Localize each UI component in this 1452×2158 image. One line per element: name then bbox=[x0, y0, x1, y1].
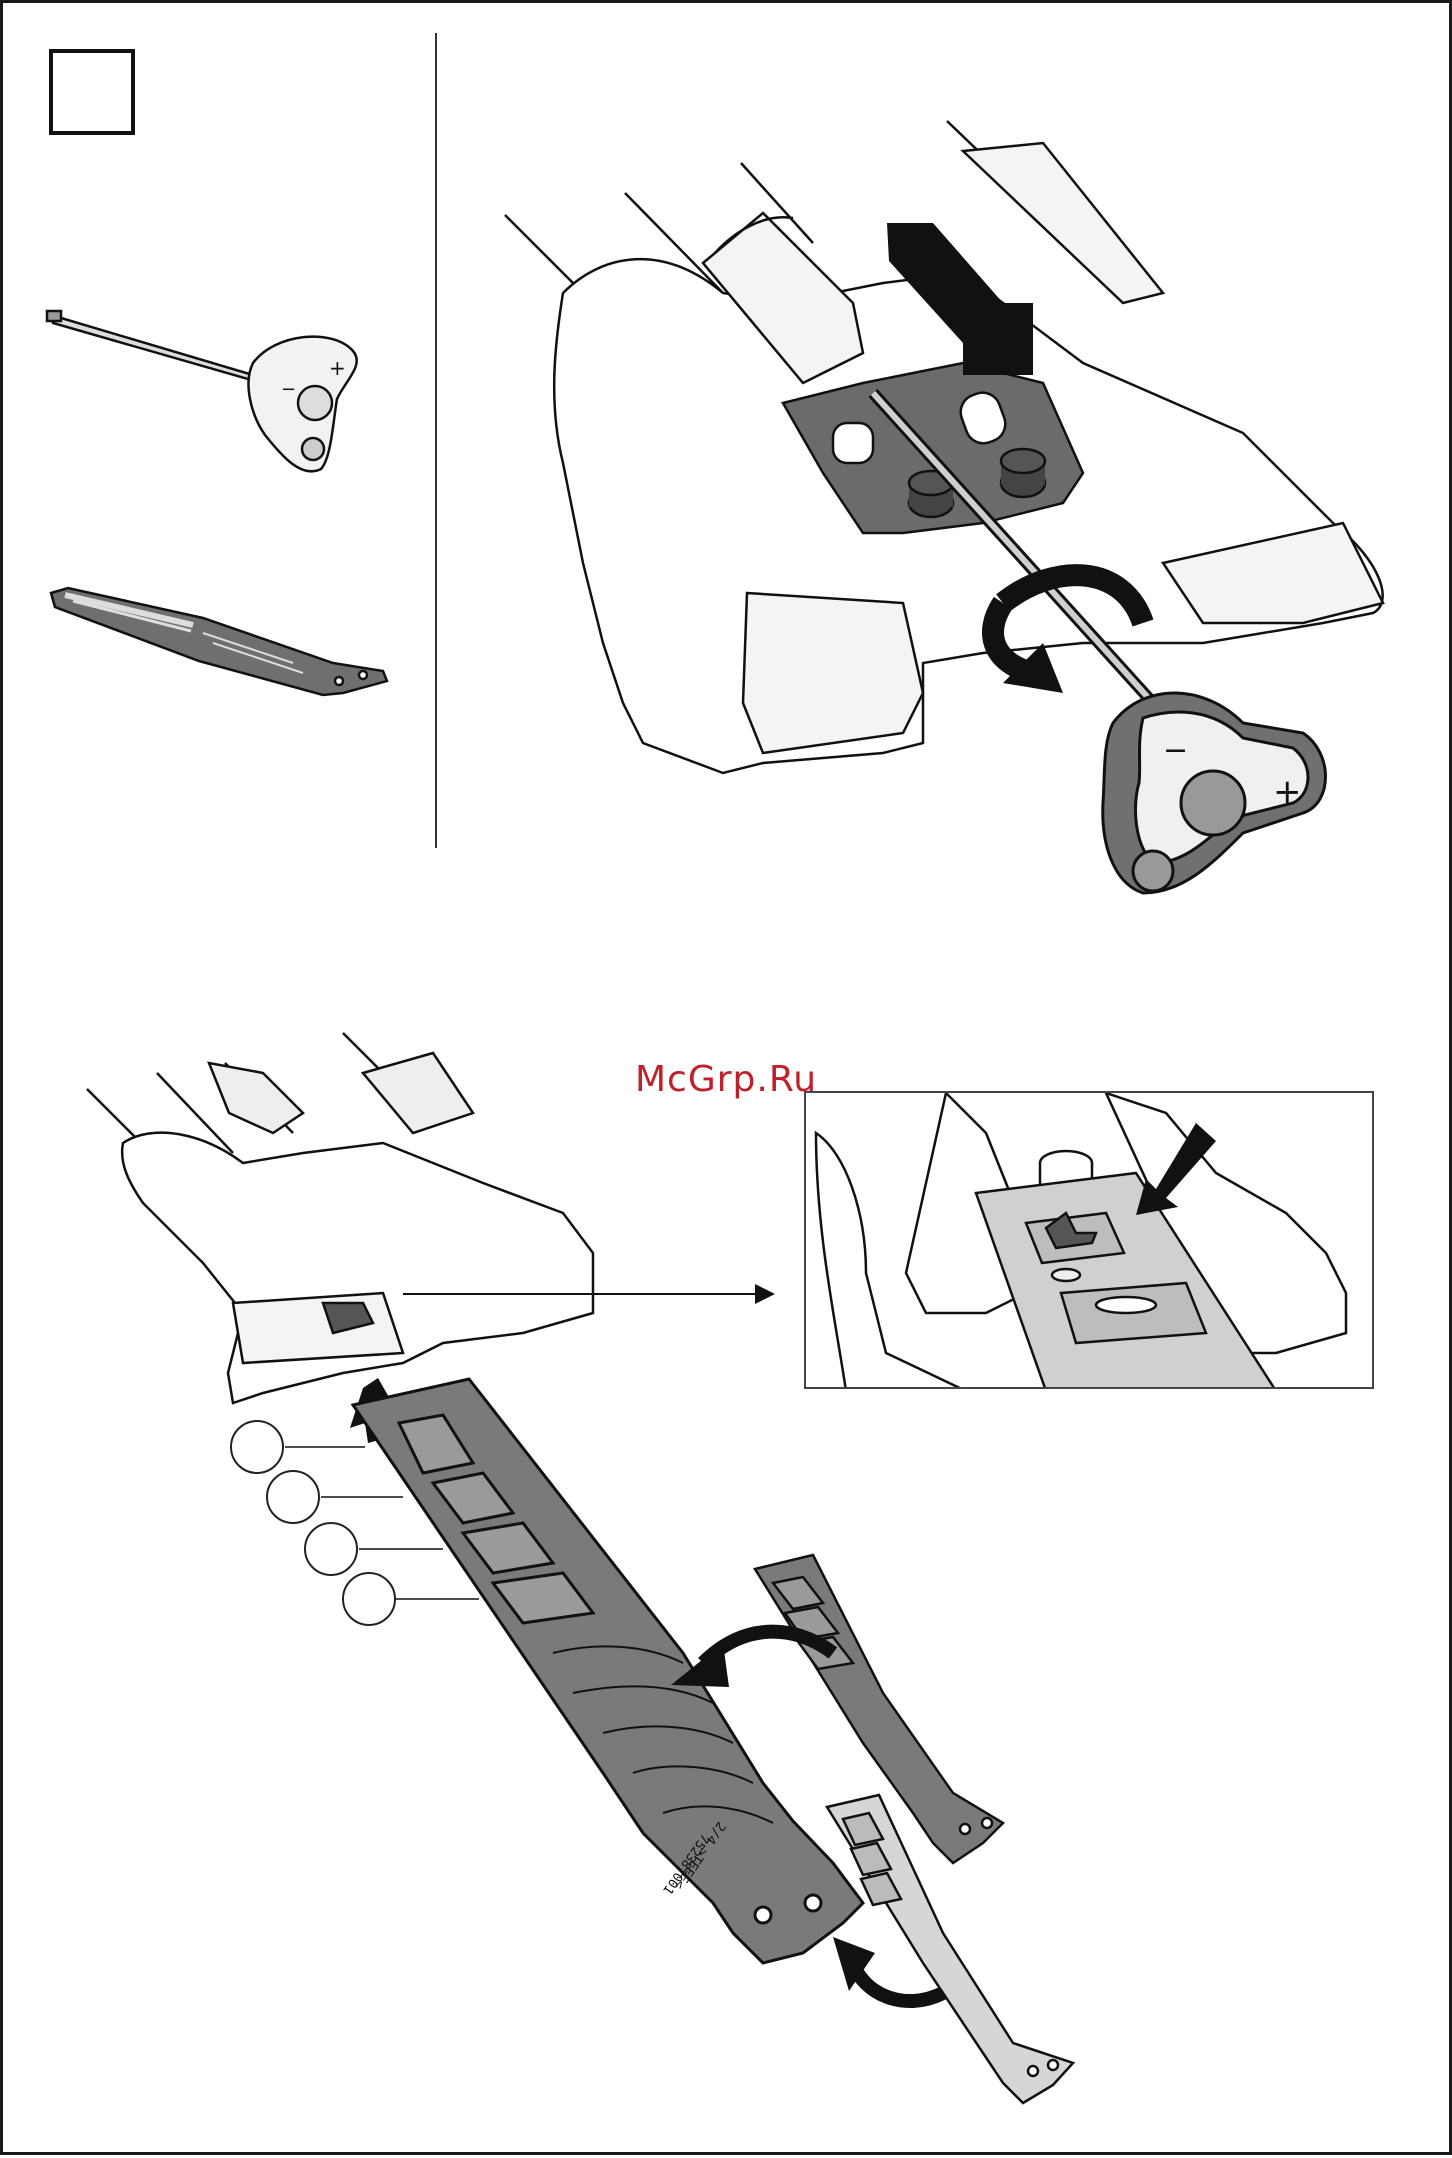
inset-canvas bbox=[806, 1093, 1374, 1389]
strap-large: 752387001 2/4 >TEEE< bbox=[353, 1379, 863, 1963]
rack-foot-bottom bbox=[87, 1033, 593, 1403]
callout-1 bbox=[231, 1421, 283, 1473]
rack-foot-top bbox=[505, 121, 1383, 773]
callout-circles bbox=[231, 1421, 395, 1625]
allen-key-icon: − + bbox=[47, 311, 357, 471]
rubber-strap-icon bbox=[51, 588, 387, 695]
callout-4 bbox=[343, 1573, 395, 1625]
allen-key-handle-icon: − + bbox=[1103, 693, 1326, 893]
watermark-text: McGrp.Ru bbox=[635, 1059, 817, 1100]
callout-2 bbox=[267, 1471, 319, 1523]
svg-text:−: − bbox=[1163, 733, 1188, 768]
svg-text:+: + bbox=[1273, 772, 1302, 812]
detail-inset bbox=[804, 1091, 1374, 1389]
svg-text:−: − bbox=[281, 379, 296, 400]
callout-3 bbox=[305, 1523, 357, 1575]
svg-text:+: + bbox=[329, 356, 346, 380]
